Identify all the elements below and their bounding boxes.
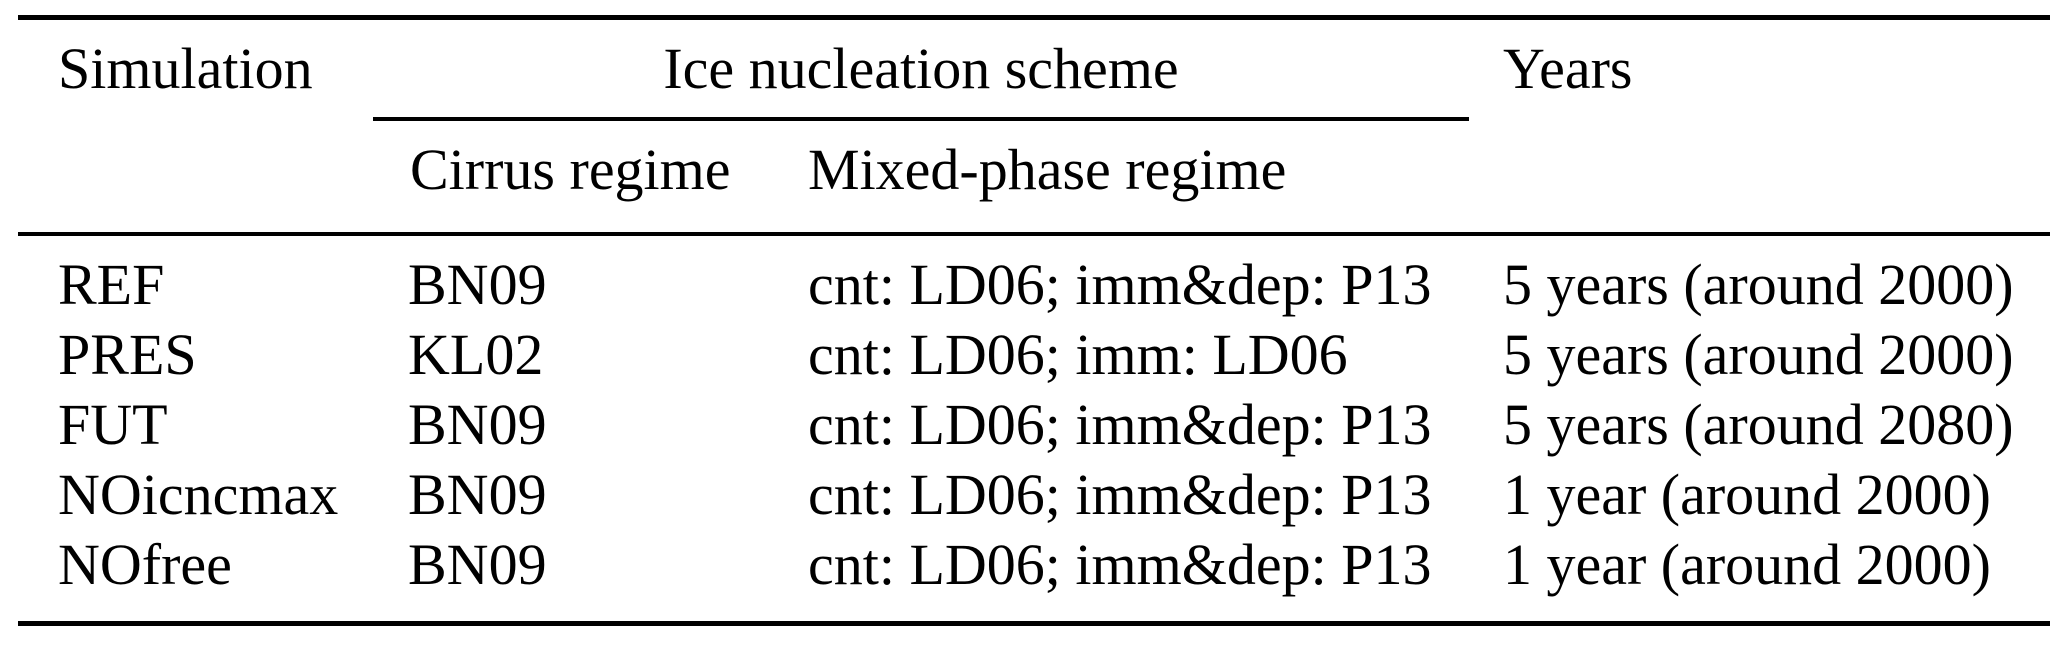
cell-simulation: PRES xyxy=(58,322,197,387)
cell-cirrus: BN09 xyxy=(408,532,547,597)
cell-years: 5 years (around 2000) xyxy=(1503,252,2014,317)
column-group-header-ice-nucleation-scheme: Ice nucleation scheme xyxy=(663,36,1179,101)
column-subheader-mixed-phase-regime: Mixed-phase regime xyxy=(808,137,1287,202)
cell-years: 1 year (around 2000) xyxy=(1503,532,1991,597)
table-bottom-rule xyxy=(18,621,2050,626)
cell-mixed-phase: cnt: LD06; imm&dep: P13 xyxy=(808,532,1432,597)
cell-mixed-phase: cnt: LD06; imm&dep: P13 xyxy=(808,252,1432,317)
cell-cirrus: BN09 xyxy=(408,462,547,527)
cell-mixed-phase: cnt: LD06; imm&dep: P13 xyxy=(808,462,1432,527)
cell-simulation: NOicncmax xyxy=(58,462,339,527)
column-header-simulation: Simulation xyxy=(58,36,313,101)
cell-cirrus: KL02 xyxy=(408,322,544,387)
cell-mixed-phase: cnt: LD06; imm: LD06 xyxy=(808,322,1348,387)
column-header-years: Years xyxy=(1503,36,1633,101)
column-subheader-cirrus-regime: Cirrus regime xyxy=(410,137,731,202)
ice-nucleation-group-rule xyxy=(373,117,1469,121)
cell-years: 1 year (around 2000) xyxy=(1503,462,1991,527)
cell-simulation: NOfree xyxy=(58,532,232,597)
table-header-rule xyxy=(18,232,2050,236)
cell-years: 5 years (around 2080) xyxy=(1503,392,2014,457)
cell-simulation: REF xyxy=(58,252,165,317)
cell-cirrus: BN09 xyxy=(408,392,547,457)
cell-cirrus: BN09 xyxy=(408,252,547,317)
cell-mixed-phase: cnt: LD06; imm&dep: P13 xyxy=(808,392,1432,457)
cell-years: 5 years (around 2000) xyxy=(1503,322,2014,387)
table-top-rule xyxy=(18,15,2050,20)
cell-simulation: FUT xyxy=(58,392,168,457)
